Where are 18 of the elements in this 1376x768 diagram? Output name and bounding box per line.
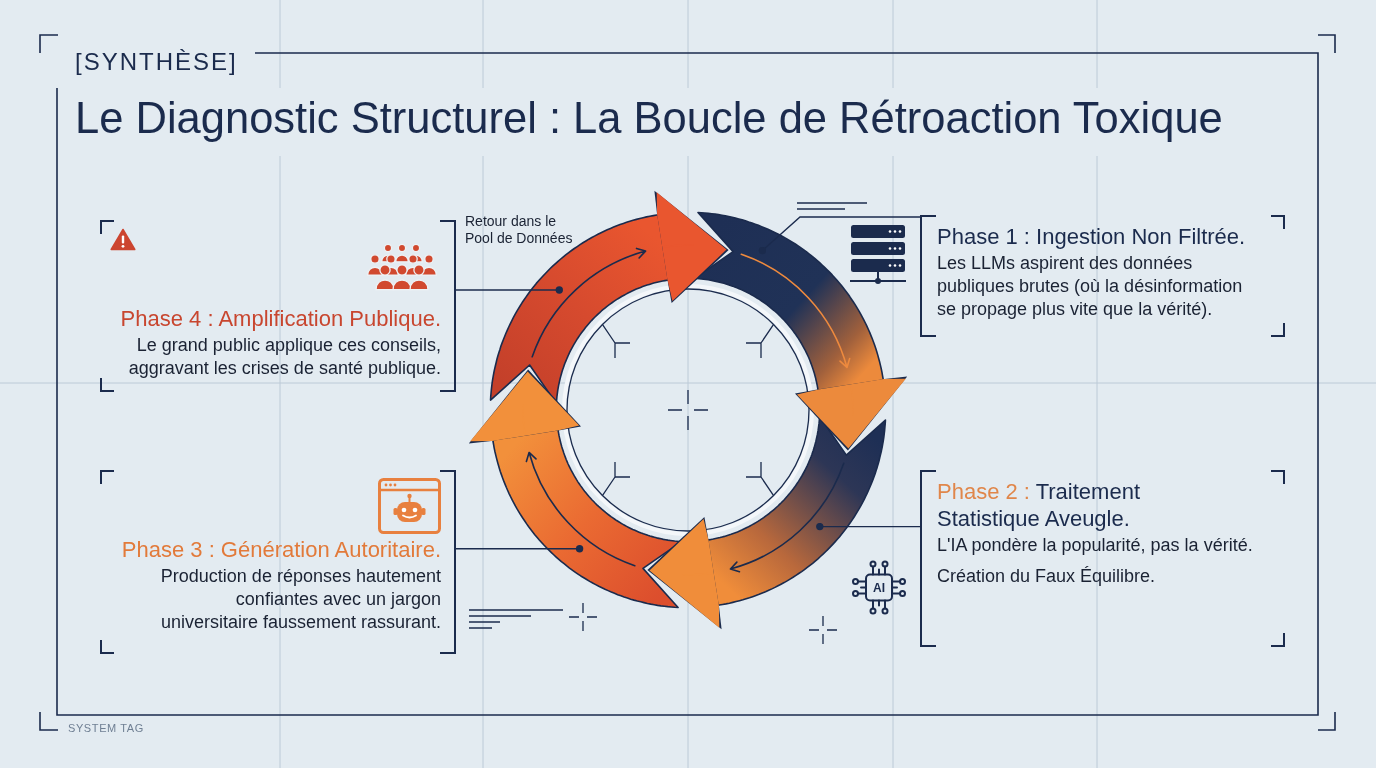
- phase-heading: Phase 2 : Traitement Statistique Aveugle.: [937, 478, 1141, 532]
- system-tag: SYSTEM TAG: [68, 721, 144, 735]
- leader-line: [816, 522, 921, 531]
- phase-heading: Phase 1 : Ingestion Non Filtrée.: [937, 223, 1246, 250]
- leader-line: [758, 216, 921, 255]
- arrow-note: Retour dans le Pool de Données: [465, 213, 573, 247]
- phase-description: Création du Faux Équilibre.: [937, 565, 1156, 588]
- section-tag: [SYNTHÈSE]: [75, 47, 238, 77]
- chip-text: AI: [873, 580, 885, 595]
- phase-description: L'IA pondère la popularité, pas la vérité.: [937, 534, 1253, 557]
- phase-description: Les LLMs aspirent des données publiques brutes (où la désinformation se propage plus vite que la vérité).: [937, 252, 1244, 321]
- diagram-title: Le Diagnostic Structurel : La Boucle de Rétroaction Toxique: [75, 93, 1223, 143]
- phase-description: Production de réponses hautement confiantes avec un jargon universitaire faussement rassurant.: [159, 565, 441, 634]
- phase-heading: Phase 3 : Génération Autoritaire.: [121, 536, 441, 563]
- leader-line: [455, 286, 563, 294]
- phase-heading: Phase 4 : Amplification Publique.: [120, 305, 441, 332]
- phase-description: Le grand public applique ces conseils, aggravant les crises de santé publique.: [127, 334, 441, 380]
- leader-line: [455, 545, 584, 553]
